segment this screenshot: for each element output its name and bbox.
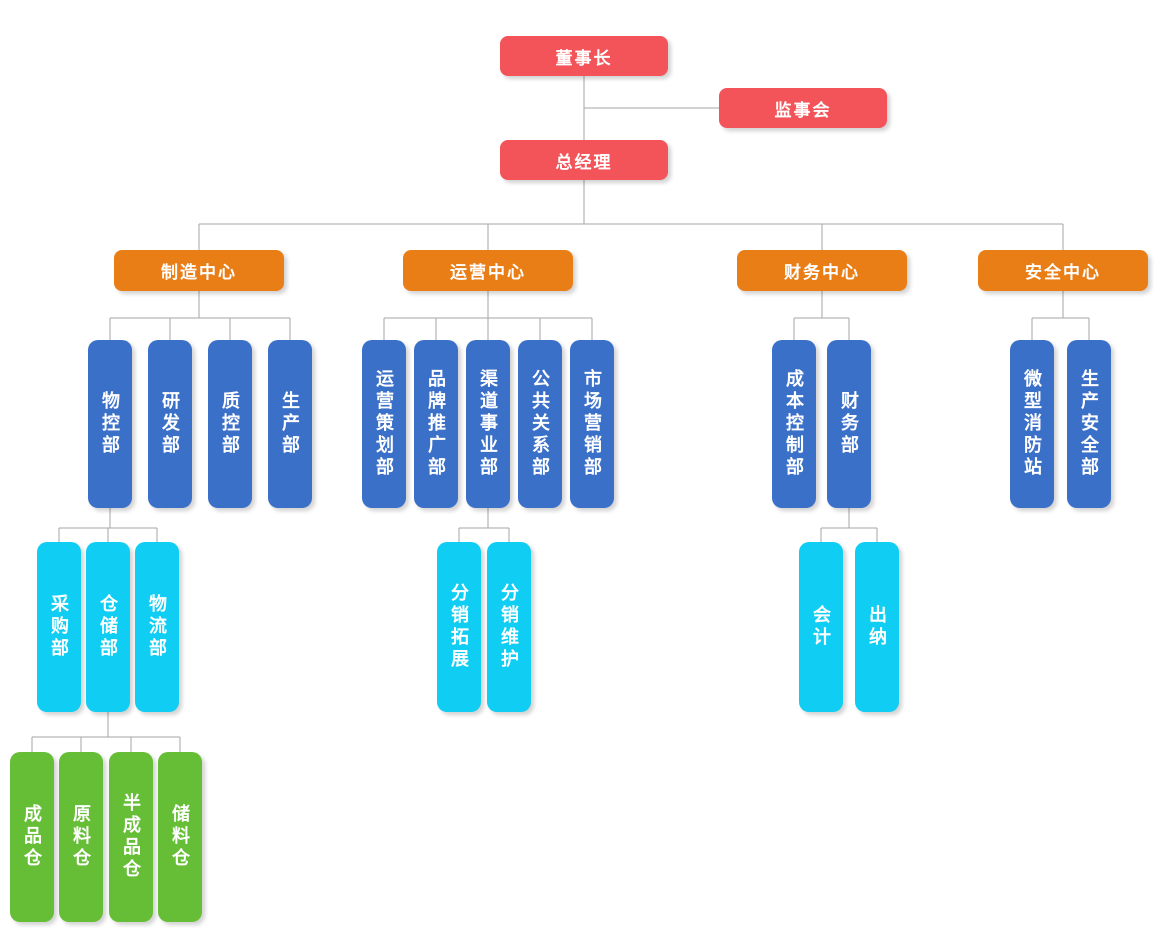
- node-label: 总经理: [555, 152, 613, 172]
- node-label: 财务中心: [784, 263, 860, 282]
- node-label: 出纳: [867, 605, 887, 649]
- node-label: 分销拓展: [449, 583, 469, 671]
- node-label: 运营中心: [450, 263, 526, 282]
- node-operations-planning-dept[interactable]: 运营策划部: [362, 340, 406, 508]
- node-label: 储料仓: [170, 804, 190, 870]
- node-storage-warehouse[interactable]: 储料仓: [158, 752, 202, 922]
- node-procurement-dept[interactable]: 采购部: [37, 542, 81, 712]
- node-operations-center[interactable]: 运营中心: [403, 250, 573, 291]
- node-label: 运营策划部: [374, 369, 394, 479]
- node-cost-control-dept[interactable]: 成本控制部: [772, 340, 816, 508]
- node-label: 成本控制部: [784, 369, 804, 479]
- node-label: 渠道事业部: [478, 369, 498, 479]
- node-raw-material-warehouse[interactable]: 原料仓: [59, 752, 103, 922]
- node-label: 分销维护: [499, 583, 519, 671]
- node-label: 制造中心: [161, 263, 237, 282]
- node-label: 成品仓: [22, 804, 42, 870]
- node-label: 安全中心: [1025, 263, 1101, 282]
- node-label: 原料仓: [71, 804, 91, 870]
- node-quality-control-dept[interactable]: 质控部: [208, 340, 252, 508]
- node-finished-goods-warehouse[interactable]: 成品仓: [10, 752, 54, 922]
- node-finance-center[interactable]: 财务中心: [737, 250, 907, 291]
- node-cashier[interactable]: 出纳: [855, 542, 899, 712]
- node-label: 监事会: [774, 100, 832, 120]
- node-material-control-dept[interactable]: 物控部: [88, 340, 132, 508]
- node-label: 生产安全部: [1079, 369, 1099, 479]
- node-label: 质控部: [220, 391, 240, 457]
- node-marketing-dept[interactable]: 市场营销部: [570, 340, 614, 508]
- node-rnd-dept[interactable]: 研发部: [148, 340, 192, 508]
- node-label: 采购部: [49, 594, 69, 660]
- node-production-safety-dept[interactable]: 生产安全部: [1067, 340, 1111, 508]
- node-label: 半成品仓: [121, 793, 141, 881]
- node-label: 仓储部: [98, 594, 118, 660]
- node-production-dept[interactable]: 生产部: [268, 340, 312, 508]
- node-micro-fire-station[interactable]: 微型消防站: [1010, 340, 1054, 508]
- node-label: 会计: [811, 605, 831, 649]
- node-label: 市场营销部: [582, 369, 602, 479]
- node-label: 公共关系部: [530, 369, 550, 479]
- node-brand-promotion-dept[interactable]: 品牌推广部: [414, 340, 458, 508]
- node-semi-finished-goods-warehouse[interactable]: 半成品仓: [109, 752, 153, 922]
- node-label: 董事长: [555, 48, 613, 68]
- node-label: 财务部: [839, 391, 859, 457]
- node-warehousing-dept[interactable]: 仓储部: [86, 542, 130, 712]
- node-channel-business-dept[interactable]: 渠道事业部: [466, 340, 510, 508]
- node-label: 生产部: [280, 391, 300, 457]
- node-public-relations-dept[interactable]: 公共关系部: [518, 340, 562, 508]
- node-label: 品牌推广部: [426, 369, 446, 479]
- node-chairman[interactable]: 董事长: [500, 36, 668, 76]
- node-logistics-dept[interactable]: 物流部: [135, 542, 179, 712]
- node-distribution-maintenance[interactable]: 分销维护: [487, 542, 531, 712]
- node-supervisory-board[interactable]: 监事会: [719, 88, 887, 128]
- node-label: 微型消防站: [1022, 369, 1042, 479]
- node-finance-dept[interactable]: 财务部: [827, 340, 871, 508]
- node-manufacturing-center[interactable]: 制造中心: [114, 250, 284, 291]
- node-label: 研发部: [160, 391, 180, 457]
- node-distribution-expansion[interactable]: 分销拓展: [437, 542, 481, 712]
- node-label: 物流部: [147, 594, 167, 660]
- node-accounting[interactable]: 会计: [799, 542, 843, 712]
- node-label: 物控部: [100, 391, 120, 457]
- node-safety-center[interactable]: 安全中心: [978, 250, 1148, 291]
- node-general-manager[interactable]: 总经理: [500, 140, 668, 180]
